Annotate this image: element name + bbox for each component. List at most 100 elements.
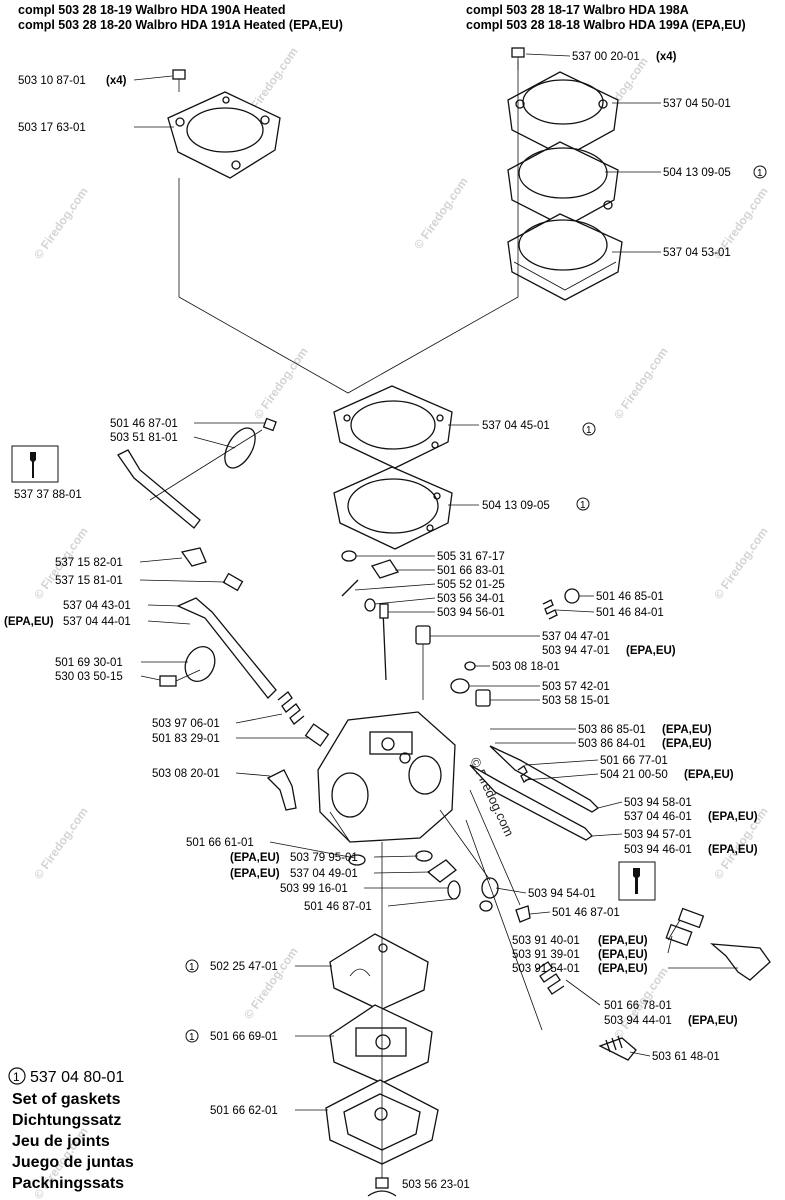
- part-label: 503 10 87-01: [18, 75, 86, 87]
- part-label: 501 46 87-01: [304, 901, 372, 913]
- epa-label: (EPA,EU): [684, 769, 734, 781]
- part-label: 505 52 01-25: [437, 579, 505, 591]
- part-label: 503 94 44-01: [604, 1015, 672, 1027]
- part-label: 501 66 78-01: [604, 1000, 672, 1012]
- pump-plate-part: [507, 213, 623, 301]
- part-label: 501 46 84-01: [596, 607, 664, 619]
- lower-parts: [348, 789, 543, 1031]
- part-label: 503 91 54-01: [512, 963, 580, 975]
- part-label: 537 37 88-01: [14, 489, 82, 501]
- epa-label: (EPA,EU): [230, 852, 280, 864]
- part-label: 503 08 20-01: [152, 768, 220, 780]
- epa-label: (EPA,EU): [708, 811, 758, 823]
- watermark: © Firedog.com: [411, 175, 471, 252]
- part-label: 503 17 63-01: [18, 122, 86, 134]
- kit-marker: 1: [13, 1070, 20, 1084]
- part-label: 503 94 57-01: [624, 829, 692, 841]
- watermark: © Firedog.com: [241, 945, 301, 1022]
- part-label: 501 66 61-01: [186, 837, 254, 849]
- part-label: 504 21 00-50: [600, 769, 668, 781]
- part-label: 501 46 87-01: [552, 907, 620, 919]
- part-label: 503 94 56-01: [437, 607, 505, 619]
- qty-label: (x4): [106, 75, 127, 87]
- part-label: 537 04 46-01: [624, 811, 692, 823]
- header-right-line1: compl 503 28 18-17 Walbro HDA 198A: [466, 3, 689, 17]
- choke-shaft-part: [117, 417, 277, 529]
- part-label: 503 56 34-01: [437, 593, 505, 605]
- part-label: 537 04 47-01: [542, 631, 610, 643]
- kit-line: Set of gaskets: [12, 1091, 121, 1108]
- part-label: 503 86 84-01: [578, 738, 646, 750]
- part-label: 530 03 50-15: [55, 671, 123, 683]
- part-label: 537 04 49-01: [290, 868, 358, 880]
- part-label: 504 13 09-05: [482, 500, 550, 512]
- part-label: 503 79 95-01: [290, 852, 358, 864]
- watermark: © Firedog.com: [611, 345, 671, 422]
- header-left-line1: compl 503 28 18-19 Walbro HDA 190A Heate…: [18, 3, 285, 17]
- diaphragm-part: [333, 385, 453, 469]
- assembly-line: [178, 60, 519, 394]
- part-label: 537 04 53-01: [663, 247, 731, 259]
- part-label: 501 66 69-01: [210, 1031, 278, 1043]
- gasket-part: [507, 141, 619, 228]
- screw-part: [341, 550, 400, 681]
- screw-part: [172, 69, 186, 92]
- svg-text:1: 1: [189, 1032, 195, 1043]
- part-label: 503 51 81-01: [110, 432, 178, 444]
- kit-number: 537 04 80-01: [30, 1069, 124, 1086]
- part-label: 501 66 83-01: [437, 565, 505, 577]
- epa-label: (EPA,EU): [4, 616, 54, 628]
- screw-part: [367, 1177, 397, 1197]
- epa-label: (EPA,EU): [688, 1015, 738, 1027]
- epa-label: (EPA,EU): [662, 724, 712, 736]
- kit-legend: 1 537 04 80-01 Set of gaskets Dichtungss…: [8, 1067, 134, 1192]
- header-right-line2: compl 503 28 18-18 Walbro HDA 199A (EPA,…: [466, 18, 746, 32]
- epa-label: (EPA,EU): [708, 844, 758, 856]
- part-label: 501 46 85-01: [596, 591, 664, 603]
- watermark: © Firedog.com: [251, 345, 311, 422]
- part-label: 501 66 62-01: [210, 1105, 278, 1117]
- epa-label: (EPA,EU): [598, 935, 648, 947]
- part-label: 505 31 67-17: [437, 551, 505, 563]
- svg-text:1: 1: [580, 500, 586, 511]
- part-label: 503 91 39-01: [512, 949, 580, 961]
- part-label: 501 66 77-01: [600, 755, 668, 767]
- circle-marker: 1: [185, 1029, 199, 1043]
- watermark: © Firedog.com: [31, 185, 91, 262]
- part-label: 503 61 48-01: [652, 1051, 720, 1063]
- svg-text:1: 1: [189, 962, 195, 973]
- part-label: 501 69 30-01: [55, 657, 123, 669]
- svg-text:1: 1: [586, 425, 592, 436]
- watermark: © Firedog.com: [711, 525, 771, 602]
- part-label: 502 25 47-01: [210, 961, 278, 973]
- part-label: 501 46 87-01: [110, 418, 178, 430]
- watermark: © Firedog.com: [31, 805, 91, 882]
- header-left-line2: compl 503 28 18-20 Walbro HDA 191A Heate…: [18, 18, 343, 32]
- epa-label: (EPA,EU): [230, 868, 280, 880]
- part-label: 503 57 42-01: [542, 681, 610, 693]
- needle-valve-part: [379, 588, 580, 620]
- part-label: 537 00 20-01: [572, 51, 640, 63]
- part-label: 503 56 23-01: [402, 1179, 470, 1191]
- wrench-icon: [11, 445, 59, 483]
- kit-line: Dichtungssatz: [12, 1112, 121, 1129]
- epa-label: (EPA,EU): [662, 738, 712, 750]
- leader-lines: [133, 53, 738, 1111]
- part-label: 503 08 18-01: [492, 661, 560, 673]
- part-label: 503 91 40-01: [512, 935, 580, 947]
- metering-diaphragm-part: [329, 933, 429, 1011]
- part-label: 537 15 82-01: [55, 557, 123, 569]
- circle-marker: 1: [576, 497, 590, 511]
- circle-marker: 1: [753, 165, 767, 179]
- part-label: 503 94 46-01: [624, 844, 692, 856]
- cover-plate-part: [167, 91, 281, 179]
- circle-marker: 1: [185, 959, 199, 973]
- epa-label: (EPA,EU): [626, 645, 676, 657]
- part-label: 503 86 85-01: [578, 724, 646, 736]
- metering-cover-part: [329, 1004, 433, 1084]
- epa-label: (EPA,EU): [598, 963, 648, 975]
- part-label: 503 97 06-01: [152, 718, 220, 730]
- kit-line: Jeu de joints: [12, 1133, 110, 1150]
- metering-lever-part: [665, 907, 771, 981]
